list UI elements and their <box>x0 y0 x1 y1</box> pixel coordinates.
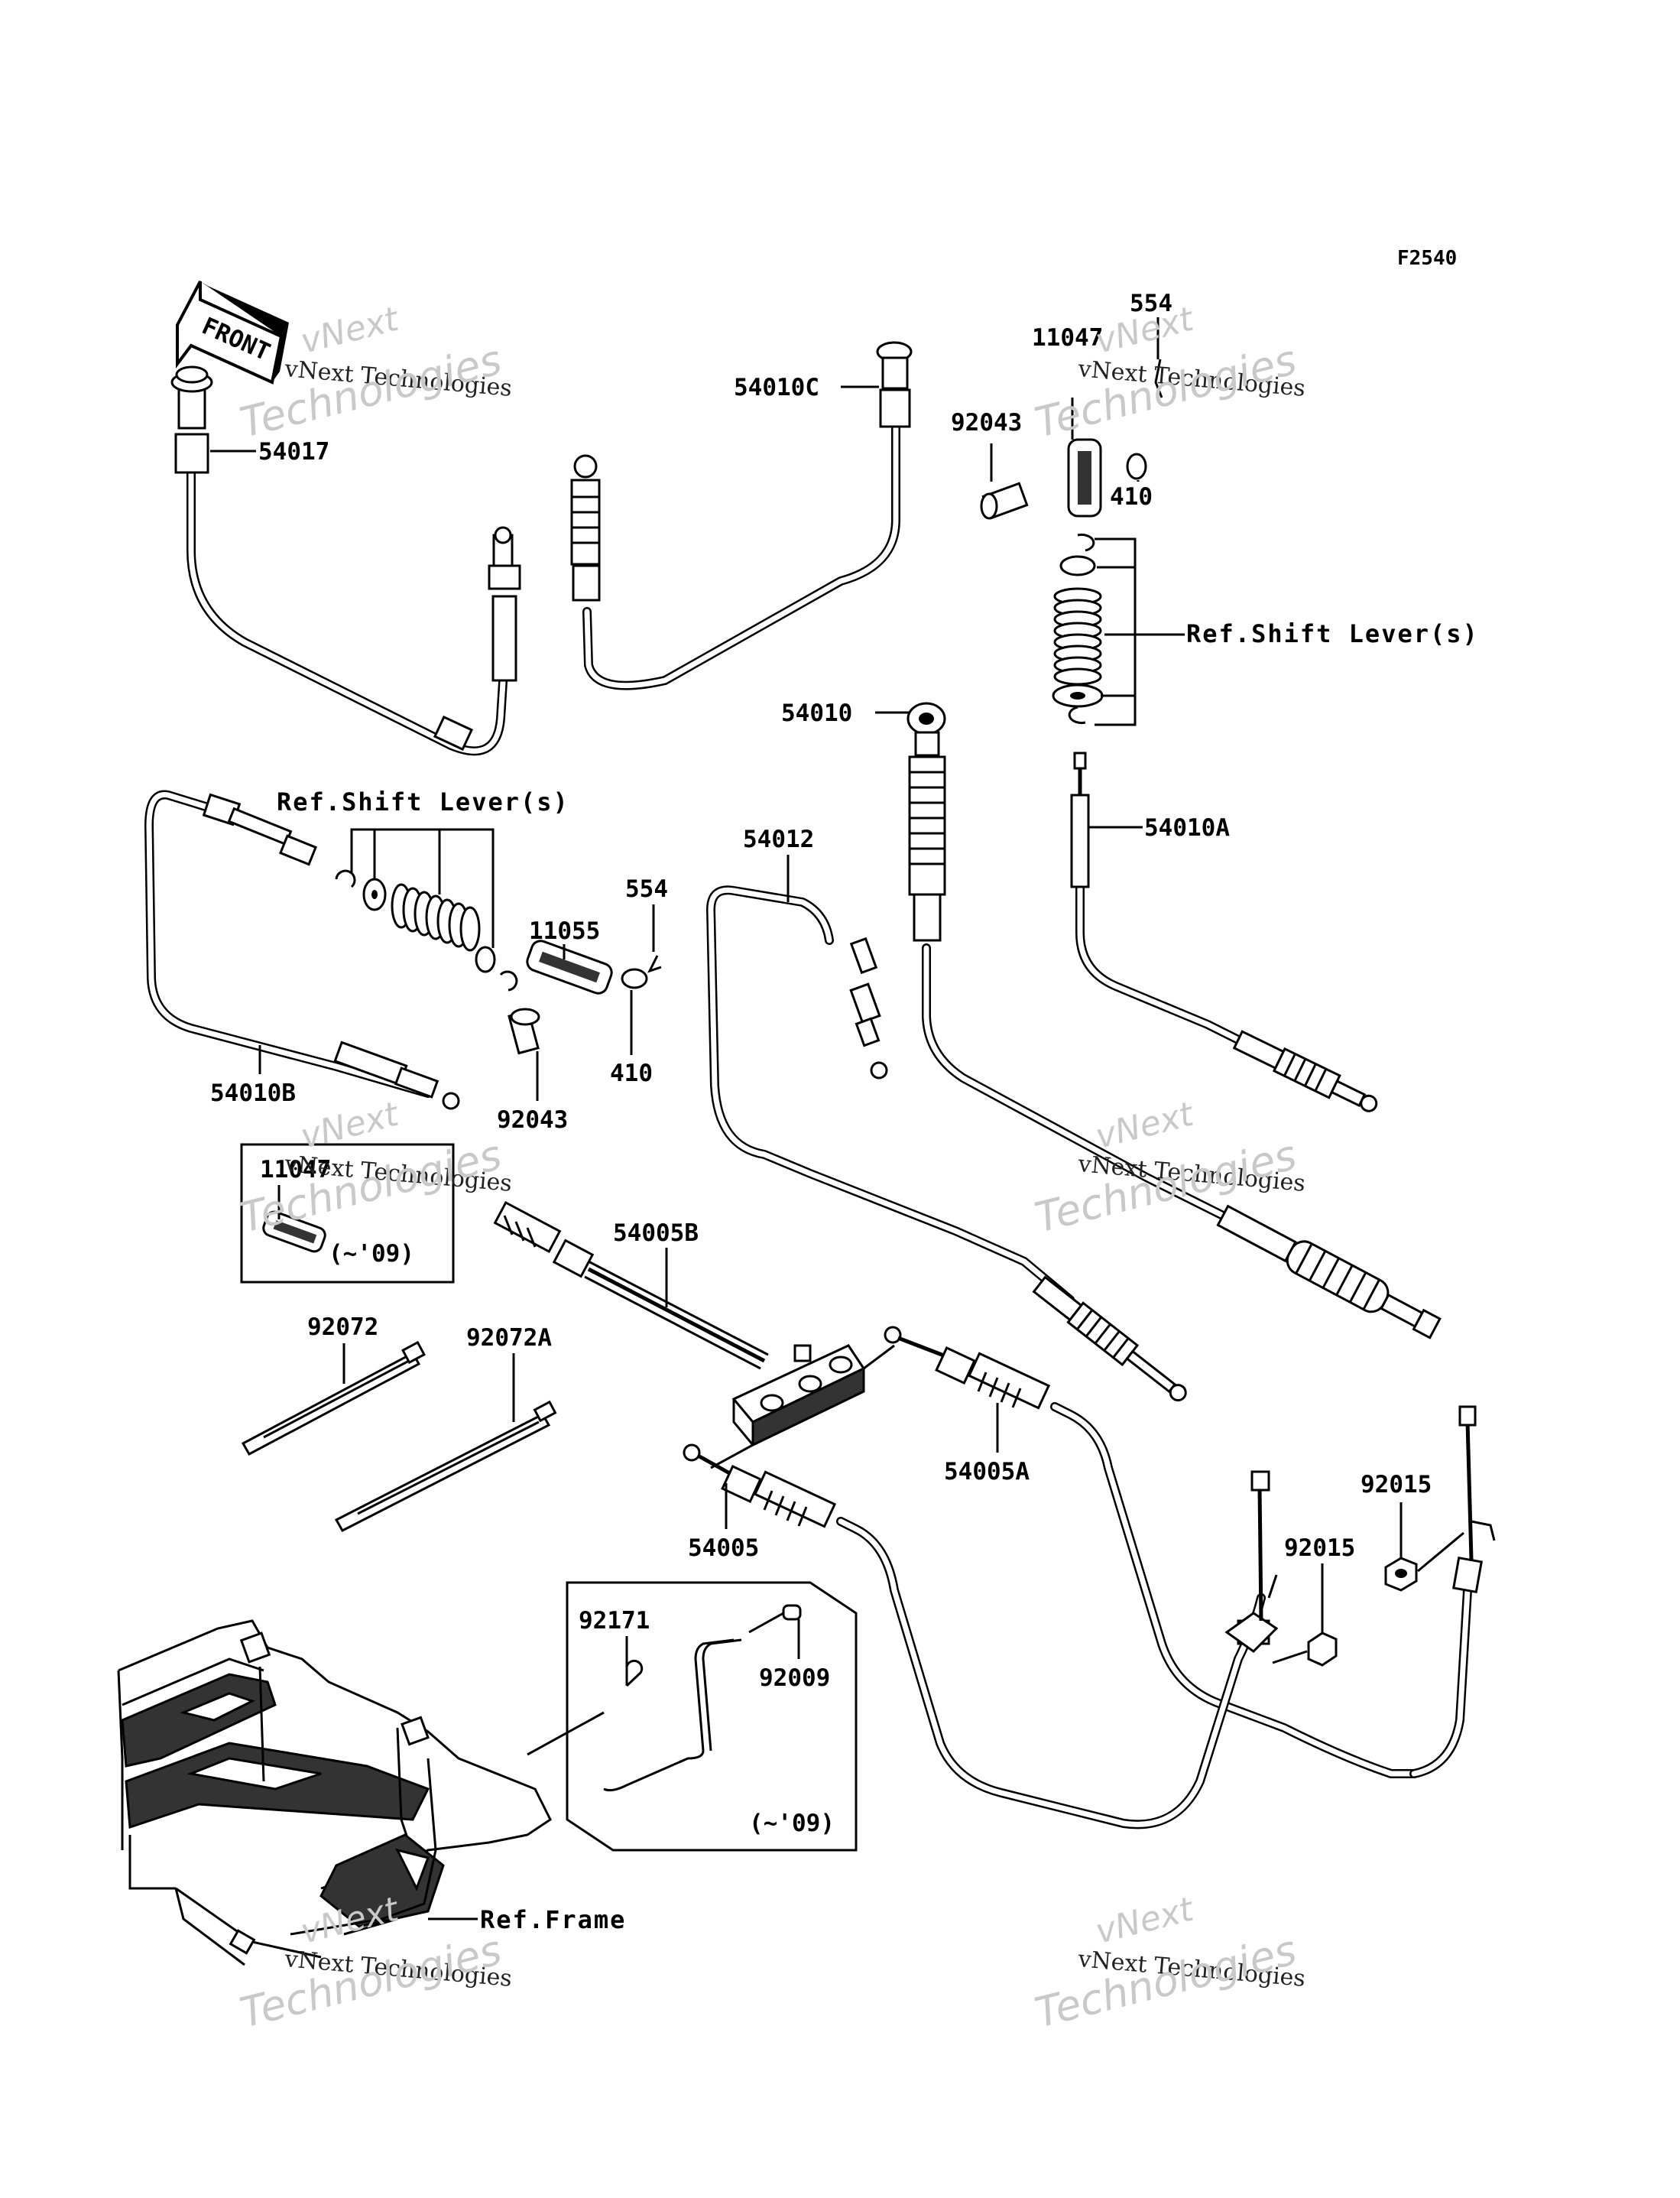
ref-shift-lever-left: Ref.Shift Lever(s) <box>277 787 569 817</box>
label-410-top: 410 <box>1110 483 1153 511</box>
ref-shift-lever-right: Ref.Shift Lever(s) <box>1186 619 1479 648</box>
label-54010: 54010 <box>781 700 852 727</box>
label-54010B: 54010B <box>210 1080 296 1107</box>
watermark-6: vNext vNext Technologies Technologies <box>1030 1889 1306 2037</box>
label-54010A: 54010A <box>1144 814 1230 842</box>
cable-junction-block <box>683 1326 902 1469</box>
cable-54012 <box>706 885 1187 1402</box>
frame-drawing <box>117 1619 552 1966</box>
label-92009: 92009 <box>759 1664 830 1692</box>
label-92043-mid: 92043 <box>497 1106 568 1134</box>
label-92072A: 92072A <box>466 1324 552 1352</box>
label-92043-top: 92043 <box>951 409 1022 437</box>
label-11047-box: 11047 <box>260 1156 331 1183</box>
cable-54010B <box>144 790 460 1110</box>
svg-text:Technologies: Technologies <box>235 1926 506 2037</box>
watermark-5: vNext vNext Technologies Technologies <box>235 1889 513 2037</box>
watermark-2: vNext vNext Technologies Technologies <box>1030 299 1306 446</box>
top-right-hardware <box>980 359 1163 520</box>
watermark-4: vNext vNext Technologies Technologies <box>1030 1094 1306 1242</box>
svg-text:Technologies: Technologies <box>1030 1926 1301 2037</box>
label-54005A: 54005A <box>944 1458 1030 1485</box>
svg-text:Technologies: Technologies <box>235 1131 506 1242</box>
label-11047-top: 11047 <box>1032 324 1103 352</box>
svg-text:vNext: vNext <box>297 299 404 361</box>
svg-text:vNext: vNext <box>297 1094 404 1156</box>
label-554-top: 554 <box>1130 290 1172 317</box>
cable-54005B <box>493 1200 769 1370</box>
label-54005: 54005 <box>688 1534 759 1562</box>
front-arrow-icon: FRONT <box>176 281 289 385</box>
label-54012: 54012 <box>743 826 814 853</box>
box-note-2: (~'09) <box>749 1810 835 1837</box>
ref-frame: Ref.Frame <box>480 1905 626 1934</box>
label-11055: 11055 <box>529 917 600 945</box>
label-410-mid: 410 <box>610 1060 653 1087</box>
label-92171: 92171 <box>579 1607 650 1635</box>
figure-code: F2540 <box>1397 247 1457 270</box>
label-54005B: 54005B <box>613 1219 699 1247</box>
label-554-mid: 554 <box>625 875 668 903</box>
nut-92015-a <box>1384 1557 1418 1592</box>
label-54010C: 54010C <box>734 374 819 401</box>
cable-tie-92072 <box>241 1340 426 1456</box>
cable-54005 <box>698 1454 1279 1830</box>
label-54017: 54017 <box>258 438 329 466</box>
label-92015-a: 92015 <box>1361 1471 1432 1498</box>
svg-text:Technologies: Technologies <box>1030 336 1301 447</box>
cable-54017 <box>170 365 521 756</box>
box-note-1: (~'09) <box>329 1240 414 1268</box>
cable-54010A <box>1070 752 1378 1112</box>
cable-54010C <box>570 341 913 690</box>
shift-lever-stack-right <box>1052 534 1104 724</box>
label-92015-b: 92015 <box>1284 1534 1355 1562</box>
shift-lever-stack-left <box>335 869 662 1055</box>
box-92171 <box>566 1581 858 1852</box>
svg-text:vNext: vNext <box>1091 1889 1198 1951</box>
label-92072: 92072 <box>307 1313 378 1341</box>
svg-text:vNext: vNext <box>1091 1094 1198 1156</box>
cable-tie-92072A <box>334 1400 557 1532</box>
box-11047 <box>240 1143 455 1284</box>
cable-54005A <box>897 1336 1496 1778</box>
cable-54010 <box>906 702 1442 1339</box>
nut-92015-b <box>1307 1631 1338 1667</box>
